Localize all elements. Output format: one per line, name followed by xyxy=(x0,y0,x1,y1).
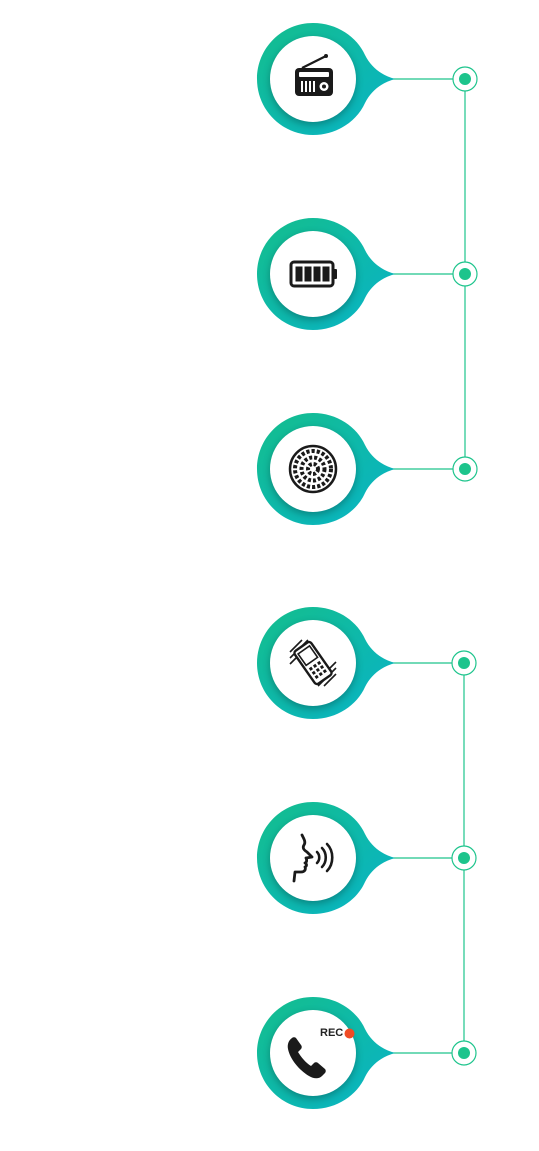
voice-command-icon xyxy=(292,833,334,883)
rec-badge-label: REC xyxy=(320,1027,344,1039)
timeline-node xyxy=(451,845,477,871)
pin-face xyxy=(270,426,356,512)
feature-pin-battery xyxy=(257,218,397,330)
timeline-node xyxy=(452,261,478,287)
feature-pin-radio xyxy=(257,23,397,135)
feature-pin-vibration xyxy=(257,607,397,719)
pin-face: REC xyxy=(270,1010,356,1096)
pin-face xyxy=(270,231,356,317)
battery-icon xyxy=(289,260,337,288)
phone-vibration-icon xyxy=(289,639,337,687)
radio-icon xyxy=(295,54,333,96)
feature-pin-speaker xyxy=(257,413,397,525)
call-recording-icon xyxy=(287,1037,326,1079)
pin-face xyxy=(270,815,356,901)
feature-pin-voice xyxy=(257,802,397,914)
pin-face xyxy=(270,36,356,122)
timeline-node xyxy=(452,66,478,92)
speaker-grille-icon xyxy=(288,444,338,494)
pin-face xyxy=(270,620,356,706)
timeline-node xyxy=(452,456,478,482)
rec-dot-icon xyxy=(344,1028,355,1039)
timeline-node xyxy=(451,650,477,676)
feature-pin-call-recording: REC xyxy=(257,997,397,1109)
timeline-node xyxy=(451,1040,477,1066)
